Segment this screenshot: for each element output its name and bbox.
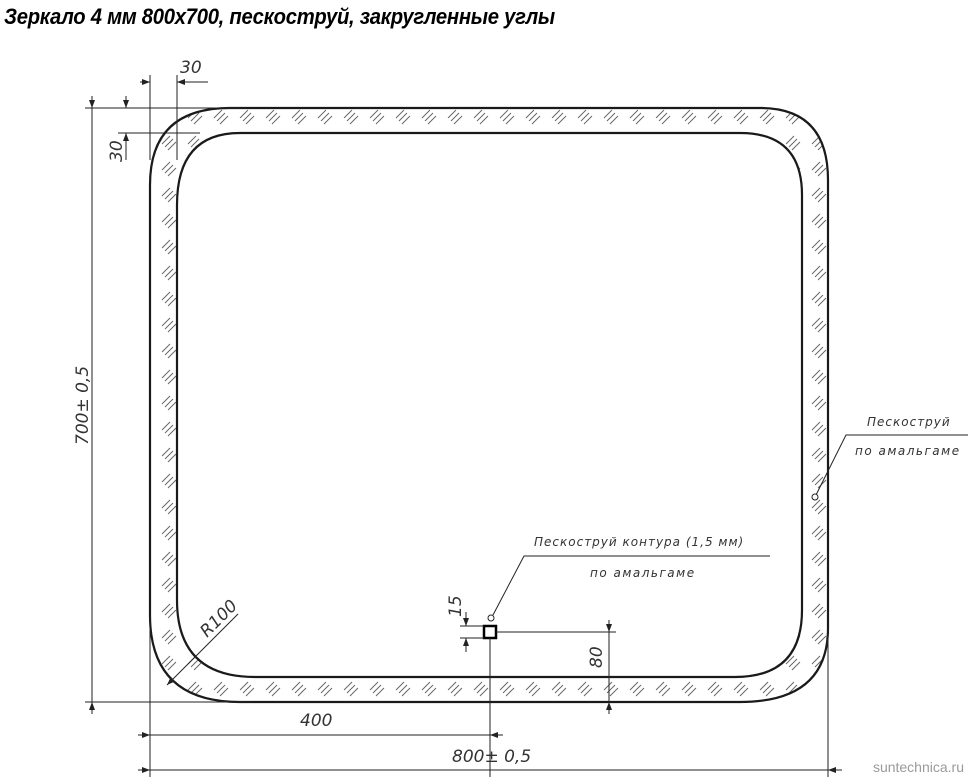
callout-center-leader xyxy=(492,555,770,616)
dimension-label-radius: R100 xyxy=(196,596,241,641)
dimension-label-mark-size: 15 xyxy=(446,595,466,617)
dimension-frame-width-top xyxy=(140,75,208,160)
dimension-label-height: 700± 0,5 xyxy=(73,366,93,445)
dimension-label-30-top: 30 xyxy=(180,58,202,78)
callout-center-line1: Пескоструй контура (1,5 мм) xyxy=(534,535,744,549)
dimension-label-mark-offset: 80 xyxy=(587,646,607,668)
callout-right-line1: Пескоструй xyxy=(867,415,951,429)
callout-right-leader xyxy=(811,434,968,501)
dimension-label-width: 800± 0,5 xyxy=(452,747,531,767)
mirror-outline xyxy=(148,106,830,704)
callout-right-line2: по амальгаме xyxy=(855,444,961,458)
dimension-frame-width-side xyxy=(85,96,240,160)
drawing-title: Зеркало 4 мм 800х700, пескоструй, закруг… xyxy=(4,4,555,29)
callout-center-line2: по амальгаме xyxy=(590,566,696,580)
dimension-width xyxy=(138,615,842,777)
dimension-label-30-side: 30 xyxy=(107,140,127,162)
dimension-label-half-width: 400 xyxy=(300,711,332,731)
dimension-height xyxy=(85,96,250,714)
dimension-mark xyxy=(460,612,616,777)
watermark: suntechnica.ru xyxy=(872,759,964,775)
dimension-radius xyxy=(166,613,239,686)
center-mark xyxy=(482,614,498,640)
